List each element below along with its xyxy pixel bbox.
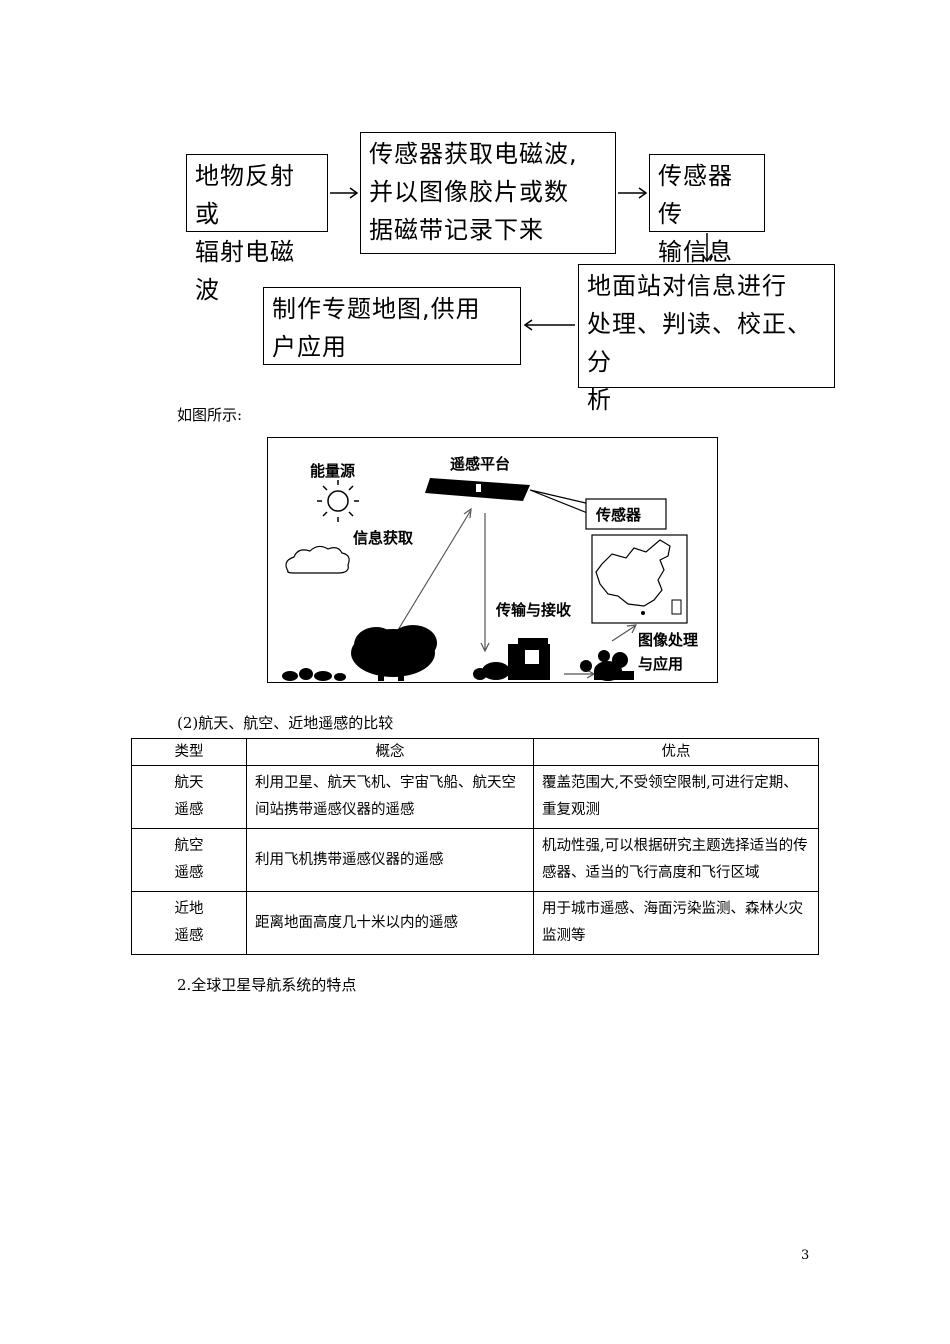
figure-caption: 如图所示: (177, 406, 243, 424)
processing-people-icon (580, 650, 634, 681)
flow-step-ground-station: 地面站对信息进行 处理、判读、校正、分 析 (578, 264, 835, 414)
flow-step-sensor-transmit: 传感器传 输信息 (649, 154, 765, 266)
flow-step-reflect: 地物反射或 辐射电磁波 (186, 154, 328, 304)
header-advantage: 优点 (533, 738, 819, 766)
header-concept: 概念 (246, 738, 534, 766)
table-row: 航天 遥感 利用卫星、航天飞机、宇宙飞船、航天空间站携带遥感仪器的遥感 覆盖范围… (131, 765, 819, 829)
label-energy-source: 能量源 (310, 462, 356, 480)
shrubs-icon (282, 668, 346, 681)
cell-advantage: 机动性强,可以根据研究主题选择适当的传感器、适当的飞行高度和飞行区域 (533, 828, 819, 892)
cell-advantage: 用于城市遥感、海面污染监测、森林火灾监测等 (533, 891, 819, 955)
tree-icon (351, 625, 437, 681)
cell-concept: 距离地面高度几十米以内的遥感 (246, 891, 534, 955)
table-header-row: 类型 概念 优点 (131, 738, 819, 766)
comparison-table: 类型 概念 优点 航天 遥感 利用卫星、航天飞机、宇宙飞船、航天空间站携带遥感仪… (131, 738, 819, 955)
cell-advantage: 覆盖范围大,不受领空限制,可进行定期、重复观测 (533, 765, 819, 829)
diagram-illustration (282, 478, 688, 681)
receiving-station-icon (473, 638, 550, 680)
flow-step-make-map: 制作专题地图,供用 户应用 (263, 287, 521, 365)
table-row: 近地 遥感 距离地面高度几十米以内的遥感 用于城市遥感、海面污染监测、森林火灾监… (131, 891, 819, 955)
sun-icon (317, 480, 359, 522)
section-heading: (2)航天、航空、近地遥感的比较 (177, 714, 394, 732)
cell-type: 航天 遥感 (131, 765, 247, 829)
label-platform: 遥感平台 (450, 455, 511, 473)
table-row: 航空 遥感 利用飞机携带遥感仪器的遥感 机动性强,可以根据研究主题选择适当的传感… (131, 828, 819, 892)
flow-step-sensor-acquire: 传感器获取电磁波, 并以图像胶片或数 据磁带记录下来 (360, 132, 616, 254)
sensor-callout (529, 489, 667, 530)
label-transmission: 传输与接收 (496, 601, 572, 619)
flow-arrows (330, 187, 713, 331)
label-sensor: 传感器 (596, 506, 642, 524)
next-heading: 2.全球卫星导航系统的特点 (177, 976, 357, 994)
label-processing-1: 图像处理 (638, 631, 699, 649)
china-map-icon (591, 534, 688, 624)
cell-type: 近地 遥感 (131, 891, 247, 955)
label-processing-2: 与应用 (638, 655, 684, 673)
cell-type: 航空 遥感 (131, 828, 247, 892)
header-type: 类型 (131, 738, 247, 766)
satellite-platform-icon (425, 478, 530, 501)
cell-concept: 利用飞机携带遥感仪器的遥感 (246, 828, 534, 892)
page-number: 3 (801, 1248, 810, 1263)
remote-sensing-diagram: 能量源 遥感平台 传感器 信息获取 传输与接收 图像处理 与应用 (267, 437, 718, 683)
cloud-icon (285, 545, 350, 574)
label-info-acquisition: 信息获取 (353, 529, 414, 547)
cell-concept: 利用卫星、航天飞机、宇宙飞船、航天空间站携带遥感仪器的遥感 (246, 765, 534, 829)
